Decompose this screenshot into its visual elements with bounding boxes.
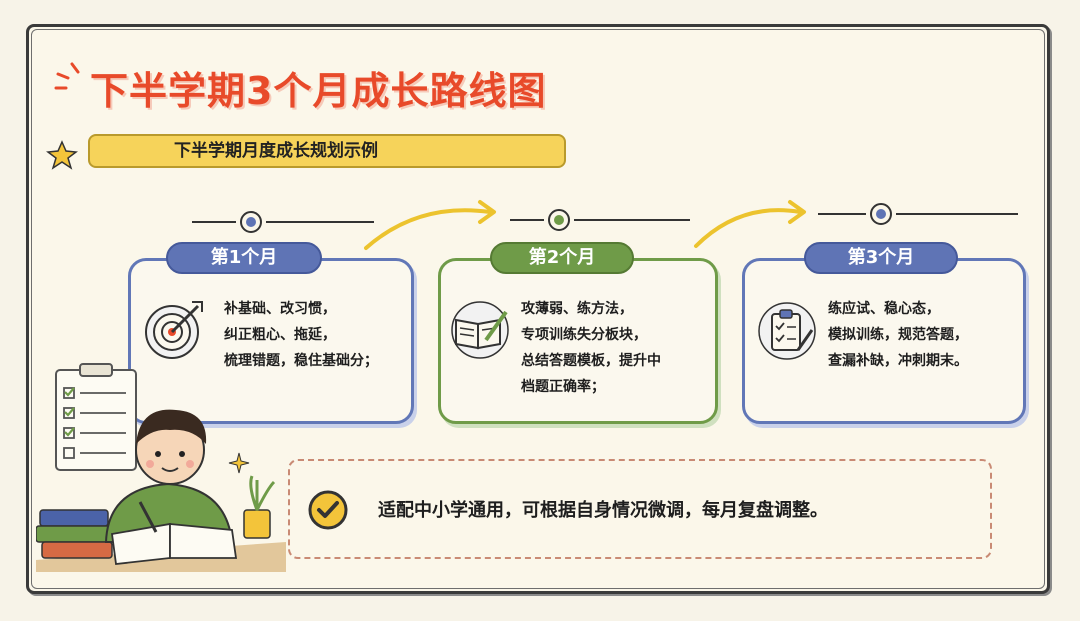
month-1-line: 补基础、改习惯， <box>224 301 336 317</box>
sparkle-lines-icon <box>54 62 80 90</box>
arrow-month-2-to-3 <box>694 200 806 248</box>
timeline-node-1 <box>192 211 374 233</box>
month-2-line: 攻薄弱、练方法， <box>521 301 633 317</box>
month-3-line: 模拟训练，规范答题， <box>828 327 968 343</box>
month-1-line: 纠正粗心、拖延， <box>224 327 336 343</box>
month-2-text: 攻薄弱、练方法， 专项训练失分板块， 总结答题模板，提升中 档题正确率； <box>521 296 661 400</box>
month-label-2: 第2个月 <box>490 242 634 274</box>
timeline-node-3 <box>818 203 1018 225</box>
month-label-3: 第3个月 <box>804 242 958 274</box>
clipboard-check-icon <box>758 302 816 360</box>
month-3-line: 查漏补缺，冲刺期末。 <box>828 353 968 369</box>
note-box <box>288 459 992 559</box>
arrow-month-1-to-2 <box>364 200 496 250</box>
month-2-line: 档题正确率； <box>521 379 605 395</box>
sparkle-icon <box>228 452 250 474</box>
month-2-line: 专项训练失分板块， <box>521 327 647 343</box>
month-3-text: 练应试、稳心态， 模拟训练，规范答题， 查漏补缺，冲刺期末。 <box>828 296 968 374</box>
target-icon <box>145 301 203 359</box>
month-2-line: 总结答题模板，提升中 <box>521 353 661 369</box>
subtitle-banner: 下半学期月度成长规划示例 <box>88 134 566 168</box>
month-1-text: 补基础、改习惯， 纠正粗心、拖延， 梳理错题，稳住基础分； <box>224 296 378 374</box>
check-circle-icon <box>308 490 348 530</box>
checklist-clipboard-icon <box>55 363 137 471</box>
month-3-line: 练应试、稳心态， <box>828 301 940 317</box>
star-icon <box>46 140 78 170</box>
inner-frame <box>31 29 1045 589</box>
month-1-line: 梳理错题，稳住基础分； <box>224 353 378 369</box>
timeline-node-2 <box>510 209 690 231</box>
student-studying-illustration <box>36 409 286 572</box>
month-label-1: 第1个月 <box>166 242 322 274</box>
book-pen-icon <box>451 301 509 359</box>
page-title: 下半学期3个月成长路线图 <box>90 69 547 113</box>
note-text: 适配中小学通用，可根据自身情况微调，每月复盘调整。 <box>378 500 828 521</box>
